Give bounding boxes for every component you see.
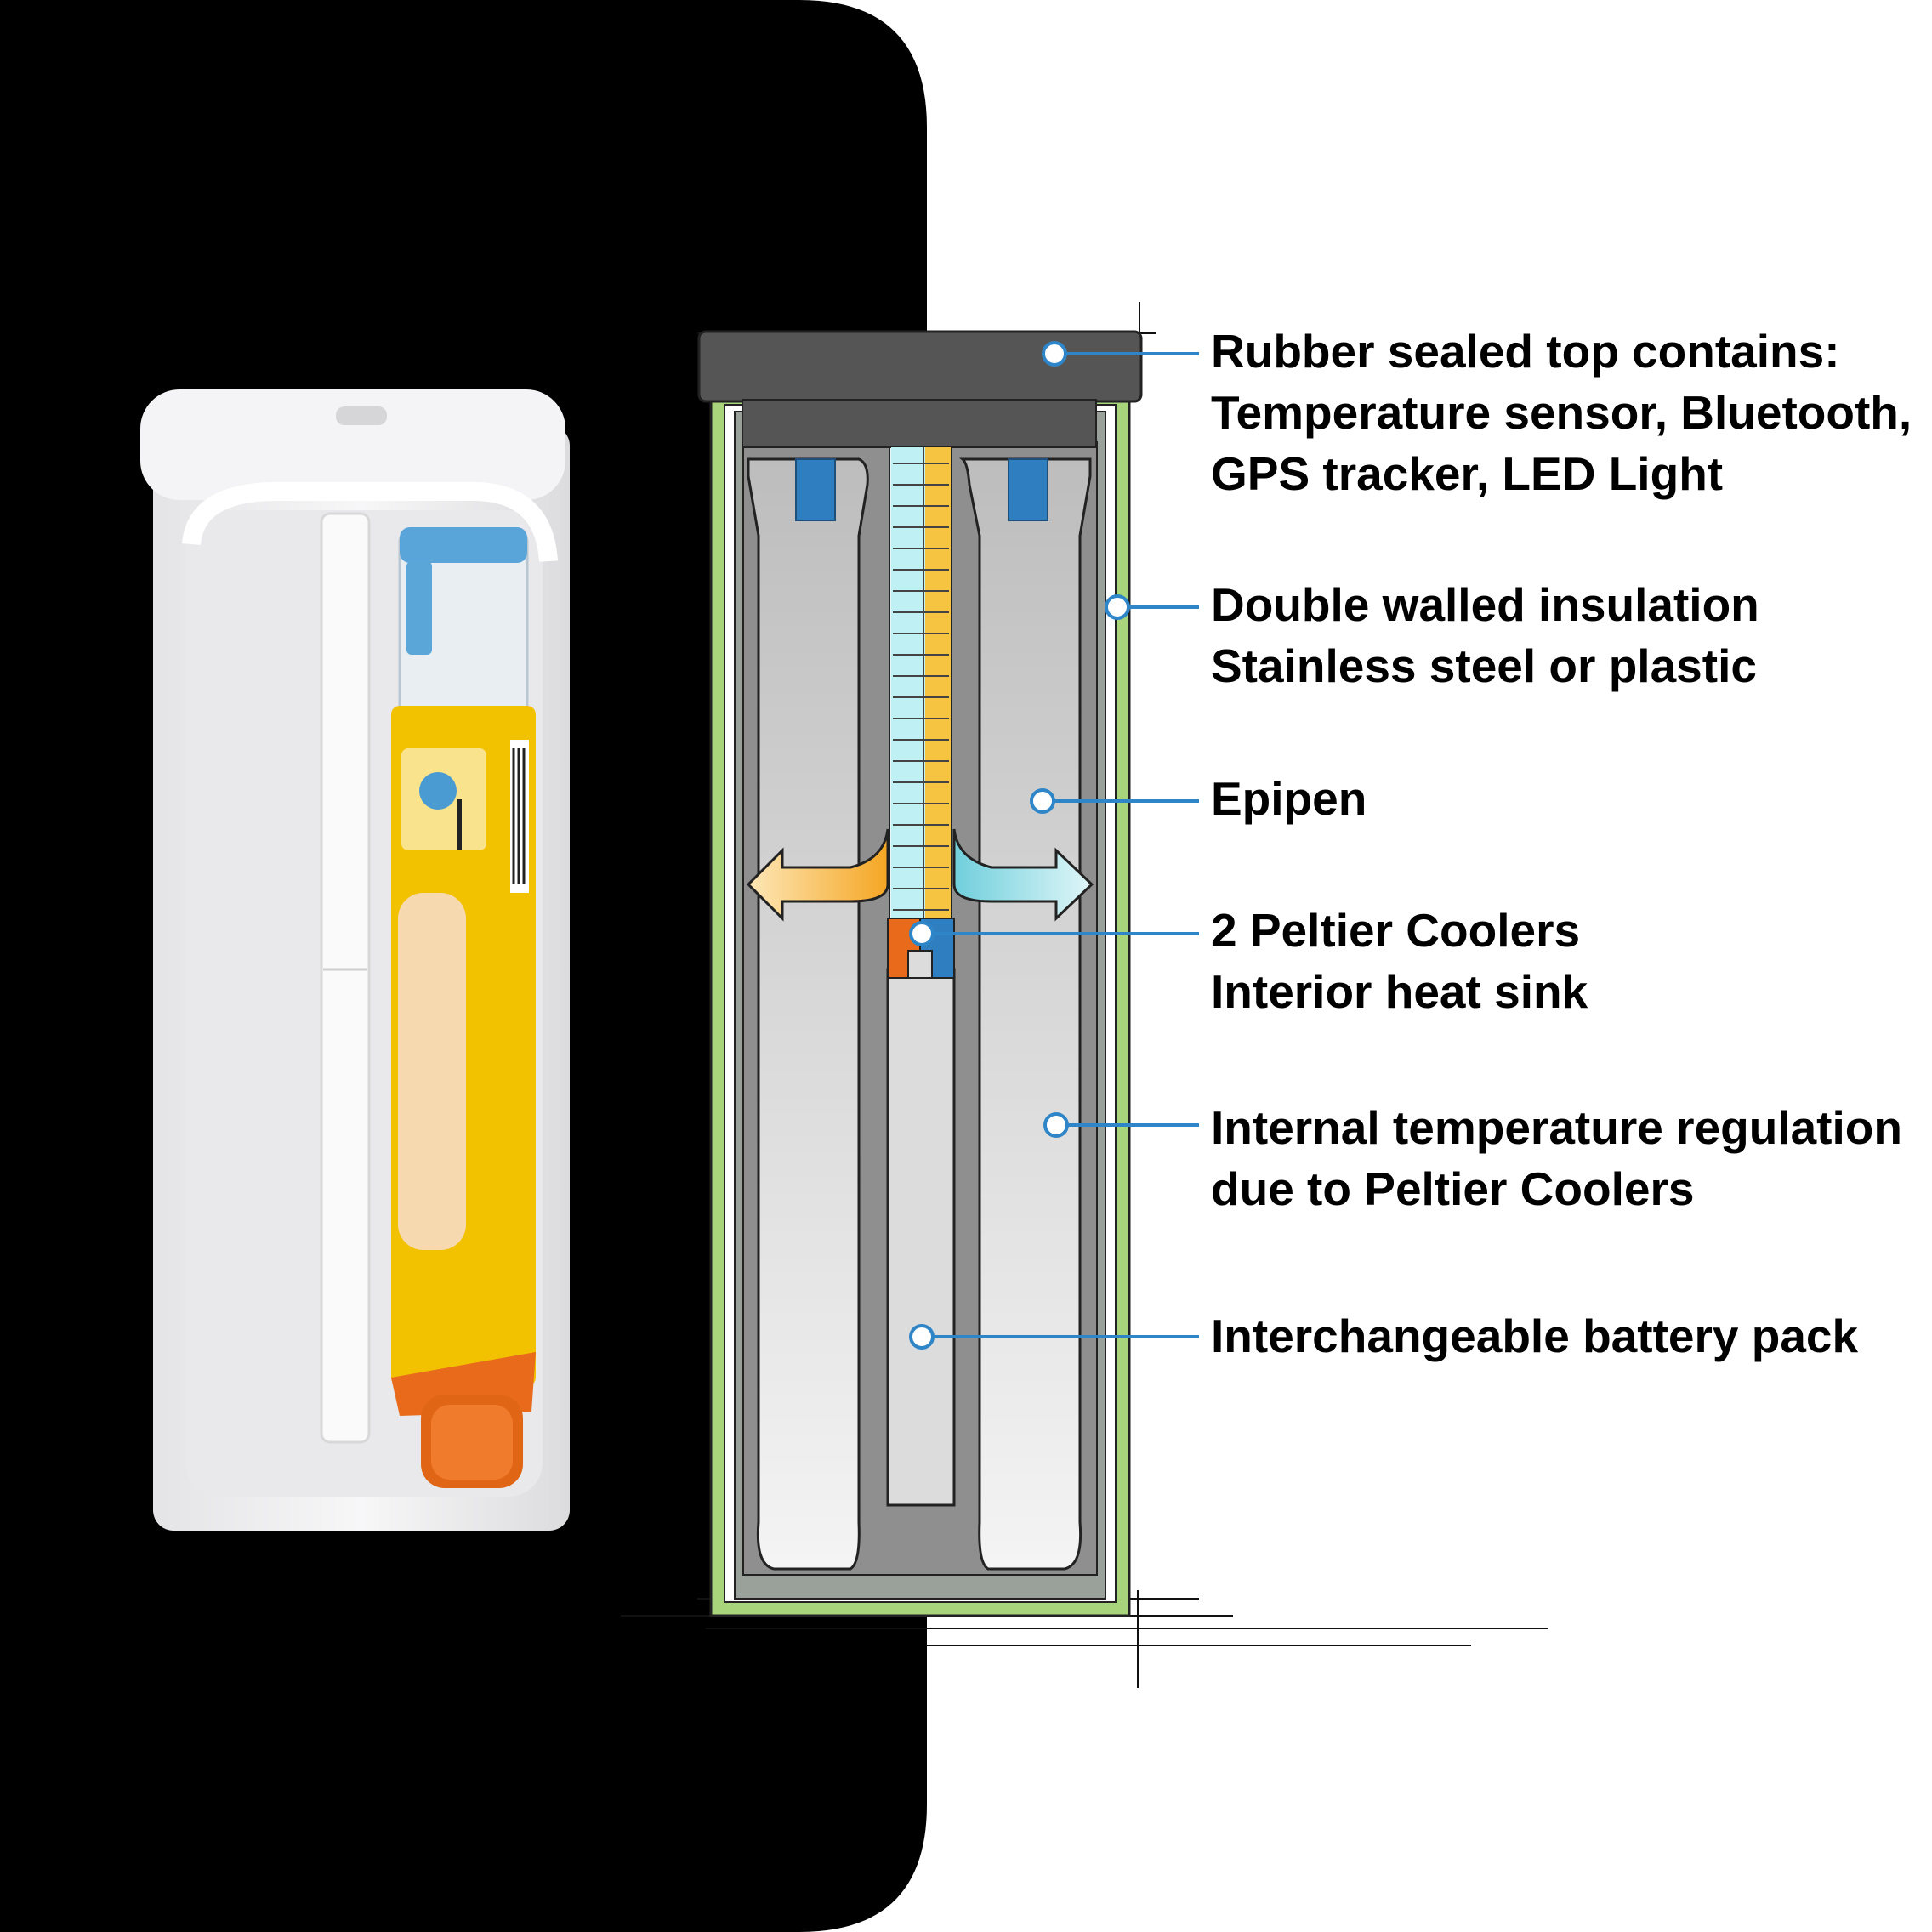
callout-dot-lid [1042, 341, 1067, 367]
callout-epipen: Epipen [1211, 768, 1925, 829]
left-epipen-slot [747, 457, 869, 1571]
heat-sink-fins [893, 447, 949, 923]
callout-battery-pack: Interchangeable battery pack [1211, 1305, 1925, 1367]
right-epipen-slot [958, 457, 1092, 1571]
callout-line: 2 Peltier Coolers [1211, 904, 1581, 957]
cool-arrow-right [952, 828, 1094, 922]
callout-dot-epipen [1030, 788, 1055, 814]
epipen-case-photo [140, 389, 570, 1531]
callout-double-walled-insulation: Double walled insulation Stainless steel… [1211, 574, 1925, 696]
callout-line: Internal temperature regulation [1211, 1101, 1902, 1154]
callout-peltier-coolers: 2 Peltier Coolers Interior heat sink [1211, 900, 1925, 1022]
leader-dots [909, 341, 1130, 1350]
callout-rubber-sealed-top: Rubber sealed top contains: Temperature … [1211, 321, 1925, 504]
callout-line: Interchangeable battery pack [1211, 1310, 1859, 1362]
callout-internal-temperature: Internal temperature regulation due to P… [1211, 1097, 1925, 1219]
callout-line: Stainless steel or plastic [1211, 639, 1757, 692]
callout-line: GPS tracker, LED Light [1211, 447, 1724, 500]
callout-line: Rubber sealed top contains: [1211, 325, 1840, 378]
callout-line: Double walled insulation [1211, 578, 1759, 631]
callout-dot-peltier [909, 921, 935, 946]
callout-dot-insulation [1105, 594, 1130, 620]
heat-arrow-left [746, 828, 889, 922]
callout-line: Epipen [1211, 772, 1367, 825]
callout-dot-battery [909, 1324, 935, 1350]
carrier-cutaway-drawing [621, 302, 1548, 1688]
callout-line: Temperature sensor, Bluetooth, [1211, 386, 1912, 439]
callout-line: Interior heat sink [1211, 965, 1588, 1018]
callout-line: due to Peltier Coolers [1211, 1162, 1695, 1215]
leader-lines [922, 352, 1199, 1338]
callout-dot-regulation [1043, 1112, 1069, 1138]
